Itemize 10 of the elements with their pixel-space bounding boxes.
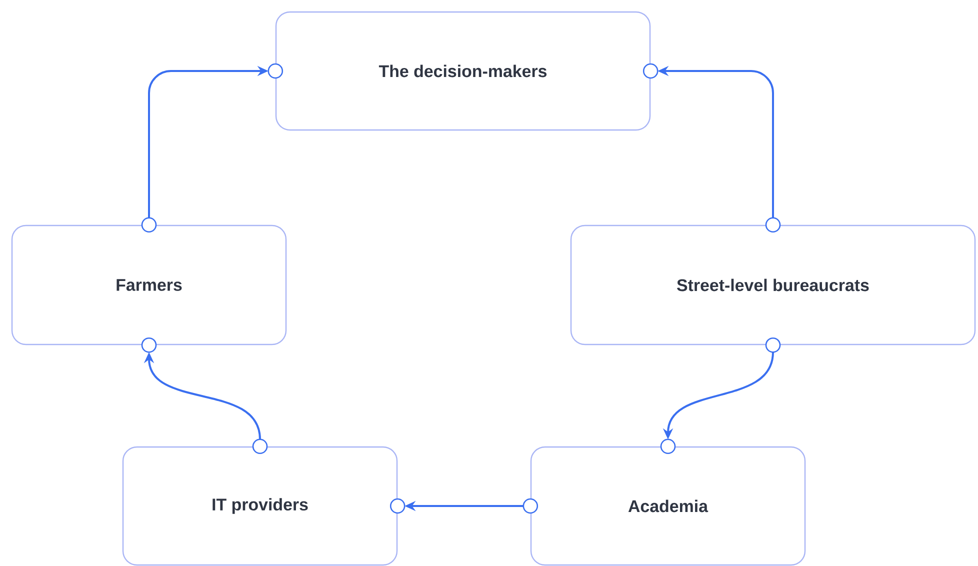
process-box: IT providers [122, 446, 398, 566]
process-box: Academia [530, 446, 806, 566]
arrow [660, 337, 781, 454]
process-box: The decision-makers [275, 11, 651, 131]
arrow [141, 337, 268, 454]
arrow [642, 63, 781, 233]
process-box: Farmers [11, 224, 287, 346]
arrow [141, 63, 284, 233]
process-box: Street-level bureaucrats [570, 224, 976, 346]
arrow [390, 498, 538, 514]
